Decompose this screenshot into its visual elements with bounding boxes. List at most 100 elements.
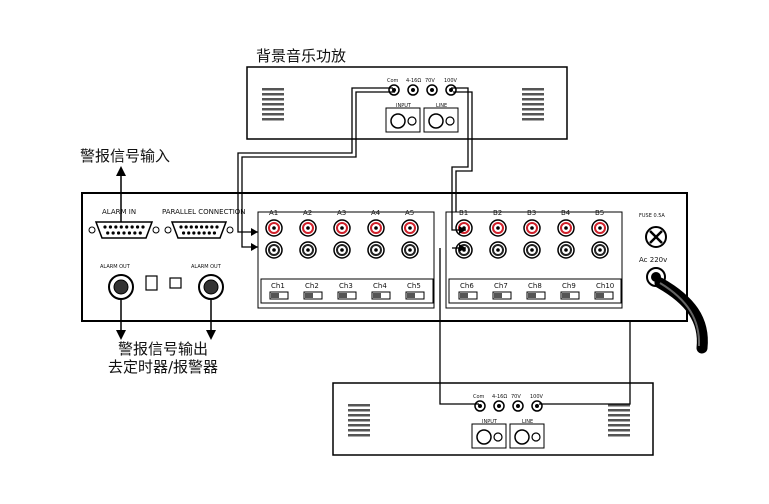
db-pin xyxy=(122,231,126,235)
dip-lever-icon xyxy=(407,293,415,298)
alarm-out-right-label: ALARM OUT xyxy=(191,264,222,270)
screw-icon xyxy=(226,226,234,234)
output-group-a-frame xyxy=(257,211,435,309)
vent-slot xyxy=(522,118,544,121)
output-label: B4 xyxy=(561,209,571,217)
parallel-connection-label: PARALLEL CONNECTION xyxy=(162,208,246,216)
jack-socket-icon xyxy=(113,279,129,295)
fuse-cross-icon xyxy=(649,230,663,244)
screw-icon xyxy=(88,226,96,234)
db-pin xyxy=(210,225,214,229)
db-pin xyxy=(111,231,115,235)
channel-label: Ch1 xyxy=(271,282,285,290)
wire-top-100v-to-b1-2 xyxy=(453,91,473,212)
rca-ring-red-icon xyxy=(492,222,504,234)
rca-pin-icon xyxy=(564,248,568,252)
rca-ring-red-icon xyxy=(268,222,280,234)
terminal-screw-icon xyxy=(478,404,482,408)
alarm-in-pins xyxy=(88,225,234,235)
wire-top-com-to-a1 xyxy=(237,87,393,233)
terminal-label: 70V xyxy=(511,394,521,400)
arrow-down-icon xyxy=(116,330,126,340)
db-pin xyxy=(106,231,110,235)
rca-ring-red-icon xyxy=(302,222,314,234)
bottom-amp-input-label: INPUT xyxy=(482,419,498,425)
rca-pin-icon xyxy=(530,226,534,230)
output-label: B3 xyxy=(527,209,536,217)
db-pin xyxy=(207,231,211,235)
rca-pin-icon xyxy=(598,226,602,230)
db-pin xyxy=(187,231,191,235)
output-label: A1 xyxy=(269,209,278,217)
channel-switch-frame xyxy=(448,278,622,304)
rca-ring-black-icon xyxy=(560,244,572,256)
vent-slot xyxy=(348,434,370,437)
rca-ring-black-icon xyxy=(594,244,606,256)
alarm-output-label-2: 去定时器/报警器 xyxy=(108,358,218,376)
bottom-amp-line-label: LINE xyxy=(522,419,533,425)
rca-ring-red-icon xyxy=(336,222,348,234)
wiring xyxy=(237,87,631,405)
parallel-connector[interactable] xyxy=(170,221,228,239)
rca-pin-icon xyxy=(374,248,378,252)
db-pin xyxy=(103,225,107,229)
trs-connector-icon xyxy=(531,432,541,442)
alarm-in-connector[interactable] xyxy=(94,221,154,239)
dip-lever-icon xyxy=(562,293,570,298)
terminal-screw-icon xyxy=(392,88,396,92)
dip-lever-icon xyxy=(528,293,536,298)
channel-label: Ch9 xyxy=(562,282,576,290)
square-switch[interactable] xyxy=(169,277,182,289)
vent-slot xyxy=(608,429,630,432)
terminal-label: 70V xyxy=(425,78,435,84)
db-pin xyxy=(197,231,201,235)
trs-connector-icon xyxy=(407,116,417,126)
vent-slot xyxy=(608,409,630,412)
db-pin xyxy=(141,225,145,229)
terminal-screw-icon xyxy=(430,88,434,92)
top-amp-input-label: INPUT xyxy=(396,103,412,109)
bottom-amp-vent-right xyxy=(608,404,630,437)
alarm-input-label: 警报信号输入 xyxy=(80,147,170,165)
main-unit: ALARM IN PARALLEL CONNECTION ALARM OUT A… xyxy=(81,192,688,322)
db-pin xyxy=(130,225,134,229)
vent-slot xyxy=(262,118,284,121)
vent-slot xyxy=(522,88,544,91)
alarm-output-label-1: 警报信号输出 xyxy=(118,340,208,358)
rca-ring-red-icon xyxy=(404,222,416,234)
db-pin xyxy=(189,225,193,229)
screw-icon xyxy=(164,226,172,234)
vent-slot xyxy=(348,424,370,427)
vent-slot xyxy=(262,98,284,101)
rca-ring-black-icon xyxy=(370,244,382,256)
trs-connector-icon xyxy=(493,432,503,442)
rca-ring-black-icon xyxy=(404,244,416,256)
output-label: A2 xyxy=(303,209,312,217)
db-pin xyxy=(114,225,118,229)
db-pin xyxy=(181,231,186,235)
db-pin xyxy=(125,225,129,229)
dip-lever-icon xyxy=(305,293,313,298)
dip-lever-icon xyxy=(460,293,468,298)
vent-slot xyxy=(262,113,284,116)
rca-pin-icon xyxy=(306,248,310,252)
trs-connector-icon xyxy=(445,116,455,126)
rca-pin-icon xyxy=(306,226,310,230)
arrow-head-icon xyxy=(251,228,258,236)
top-amp-title: 背景音乐功放 xyxy=(256,47,346,65)
arrow-down-icon xyxy=(206,330,216,340)
vent-slot xyxy=(608,419,630,422)
channel-label: Ch5 xyxy=(407,282,421,290)
square-switch[interactable] xyxy=(145,275,158,291)
vent-slot xyxy=(348,414,370,417)
rca-ring-red-icon xyxy=(560,222,572,234)
rca-ring-red-icon xyxy=(594,222,606,234)
db-pin xyxy=(127,231,132,235)
top-amp-line-label: LINE xyxy=(436,103,447,109)
